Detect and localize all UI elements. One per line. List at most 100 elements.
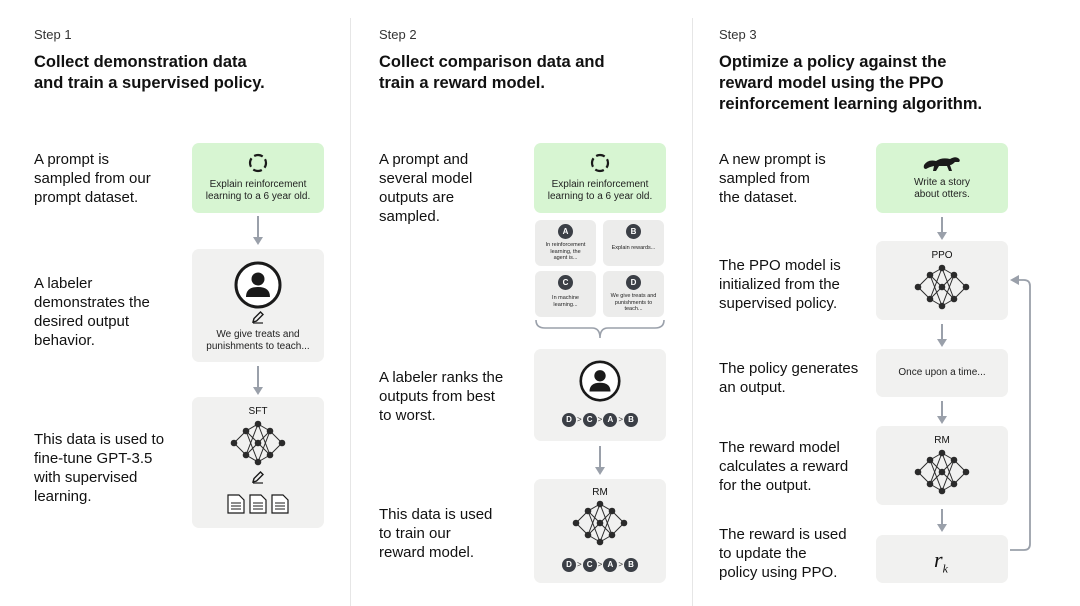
brace-icon xyxy=(535,319,665,339)
arrow-down-icon xyxy=(253,366,263,395)
neural-network-icon xyxy=(230,420,286,466)
arrow-down-icon xyxy=(937,509,947,532)
sft-model-box: SFT xyxy=(192,397,324,528)
network-node xyxy=(938,449,946,457)
network-node xyxy=(596,519,604,527)
network-node xyxy=(926,456,934,464)
document-icons xyxy=(227,494,289,514)
network-node xyxy=(962,468,970,476)
network-edge xyxy=(599,503,613,536)
option-letter: A xyxy=(558,224,573,239)
option-letter: B xyxy=(626,224,641,239)
document-icon xyxy=(271,494,289,514)
refresh-icon xyxy=(590,153,610,173)
network-edge xyxy=(257,423,271,456)
network-edge xyxy=(587,503,601,536)
network-edge xyxy=(245,423,259,456)
reward-box: rk xyxy=(876,535,1008,583)
step-label: Step 1 xyxy=(34,27,72,42)
model-label: PPO xyxy=(931,250,953,261)
arrow-down-icon xyxy=(595,446,605,475)
step-label: Step 2 xyxy=(379,27,417,42)
arrow-down-icon xyxy=(253,216,263,245)
network-node xyxy=(242,451,250,459)
refresh-icon xyxy=(248,153,268,173)
model-label: SFT xyxy=(248,406,268,417)
arrow-down-icon xyxy=(937,324,947,347)
option-letter: D xyxy=(626,275,641,290)
network-node xyxy=(572,519,580,527)
network-edge xyxy=(587,510,601,543)
network-node xyxy=(254,458,262,466)
output-text: Once upon a time... xyxy=(898,367,986,378)
network-node xyxy=(950,480,958,488)
network-node xyxy=(620,519,628,527)
network-node xyxy=(926,480,934,488)
network-edge xyxy=(941,274,955,307)
reward-model-box: RM xyxy=(876,426,1008,505)
network-node xyxy=(938,302,946,310)
option-letter: C xyxy=(558,275,573,290)
network-edge xyxy=(929,274,943,307)
output-option-b: B Explain rewards... xyxy=(603,220,664,266)
network-node xyxy=(242,427,250,435)
ranking-order: D>C>A>B xyxy=(534,411,666,429)
network-node xyxy=(962,283,970,291)
network-node xyxy=(914,283,922,291)
feedback-arrow-icon xyxy=(1010,275,1031,551)
document-icon xyxy=(227,494,245,514)
step-title: Collect comparison data and train a rewa… xyxy=(379,53,605,92)
policy-output-box: Once upon a time... xyxy=(876,349,1008,397)
title-line: Collect demonstration data xyxy=(34,53,247,71)
network-edge xyxy=(257,430,271,463)
network-node xyxy=(608,507,616,515)
arrow-down-icon xyxy=(937,401,947,424)
network-node xyxy=(584,507,592,515)
network-node xyxy=(926,295,934,303)
reward-model-box: RM D>C>A>B xyxy=(534,479,666,583)
neural-network-icon xyxy=(914,264,970,310)
network-node xyxy=(938,468,946,476)
reward-symbol: rk xyxy=(934,547,948,576)
network-edge xyxy=(941,267,955,300)
network-node xyxy=(266,451,274,459)
network-node xyxy=(584,531,592,539)
pencil-icon xyxy=(251,471,264,484)
pencil-icon xyxy=(251,311,264,324)
otter-icon xyxy=(923,157,960,171)
option-text: Explain rewards... xyxy=(611,245,656,251)
labeler-ranking-box: D>C>A>B xyxy=(534,349,666,441)
network-node xyxy=(950,271,958,279)
network-edge xyxy=(929,452,943,485)
network-node xyxy=(608,531,616,539)
network-edge xyxy=(245,430,259,463)
neural-network-icon xyxy=(572,500,628,546)
step-label: Step 3 xyxy=(719,27,757,42)
network-node xyxy=(914,468,922,476)
neural-network-icon xyxy=(914,449,970,495)
network-node xyxy=(254,420,262,428)
column-divider xyxy=(692,18,693,606)
arrow-down-icon xyxy=(937,217,947,240)
network-node xyxy=(950,456,958,464)
person-icon xyxy=(579,360,621,402)
network-edge xyxy=(599,510,613,543)
